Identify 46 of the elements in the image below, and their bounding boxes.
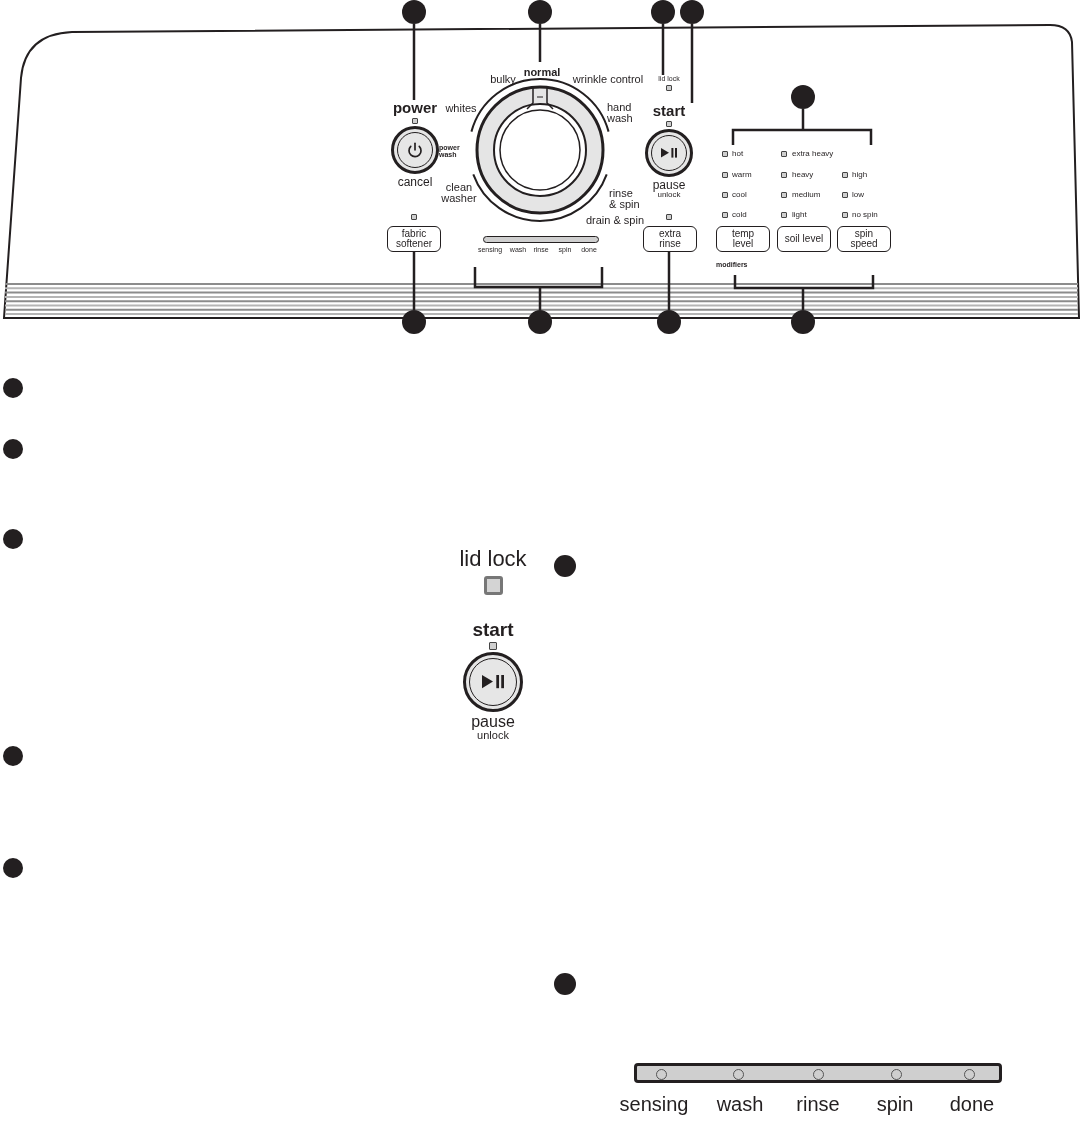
control-label: start bbox=[472, 620, 514, 639]
panel-label: no spin bbox=[852, 211, 878, 219]
panel-label: rinse & spin bbox=[609, 188, 641, 210]
panel-label: medium bbox=[792, 191, 821, 199]
panel-label: cool bbox=[732, 191, 747, 199]
panel-label: cold bbox=[732, 211, 747, 219]
panel-label: clean washer bbox=[440, 182, 478, 204]
control-button: extra rinse bbox=[643, 226, 697, 252]
panel-label: hot bbox=[732, 150, 744, 158]
control-label: pause bbox=[652, 179, 686, 191]
panel-label: heavy bbox=[792, 171, 814, 179]
control-label: power bbox=[392, 100, 438, 115]
control-label: pause bbox=[471, 714, 515, 730]
panel-label: extra heavy bbox=[792, 150, 834, 158]
control-button: soil level bbox=[777, 226, 831, 252]
panel-label: light bbox=[792, 211, 807, 219]
panel-label: high bbox=[852, 171, 868, 179]
panel-label: normal bbox=[523, 66, 561, 78]
panel-label: hand wash bbox=[607, 102, 634, 124]
status-label: rinse bbox=[796, 1094, 840, 1114]
leader-line bbox=[473, 265, 604, 312]
control-label: cancel bbox=[397, 176, 433, 188]
panel-label: whites bbox=[445, 102, 477, 114]
leader-line bbox=[412, 252, 416, 310]
leader-line bbox=[661, 24, 665, 75]
status-label: spin bbox=[876, 1094, 914, 1114]
leader-line bbox=[801, 109, 805, 130]
status-label: sensing bbox=[619, 1094, 689, 1114]
panel-label: low bbox=[852, 191, 864, 199]
control-button: temp level bbox=[716, 226, 770, 252]
control-label: unlock bbox=[477, 730, 509, 741]
leader-line bbox=[690, 24, 694, 103]
control-button: spin speed bbox=[837, 226, 891, 252]
control-label: unlock bbox=[657, 191, 681, 199]
status-label: done bbox=[949, 1094, 995, 1114]
status-label: wash bbox=[716, 1094, 764, 1114]
panel-label: wrinkle control bbox=[572, 73, 644, 85]
leader-line bbox=[412, 24, 416, 100]
panel-label: warm bbox=[732, 171, 752, 179]
leader-line bbox=[538, 24, 542, 62]
leader-line bbox=[667, 252, 671, 310]
indicator-label: lid lock bbox=[459, 548, 527, 570]
control-button: fabric softener bbox=[387, 226, 441, 252]
bracket-leader-line bbox=[733, 273, 875, 312]
panel-label: drain & spin bbox=[585, 214, 645, 226]
control-label: start bbox=[652, 103, 686, 118]
